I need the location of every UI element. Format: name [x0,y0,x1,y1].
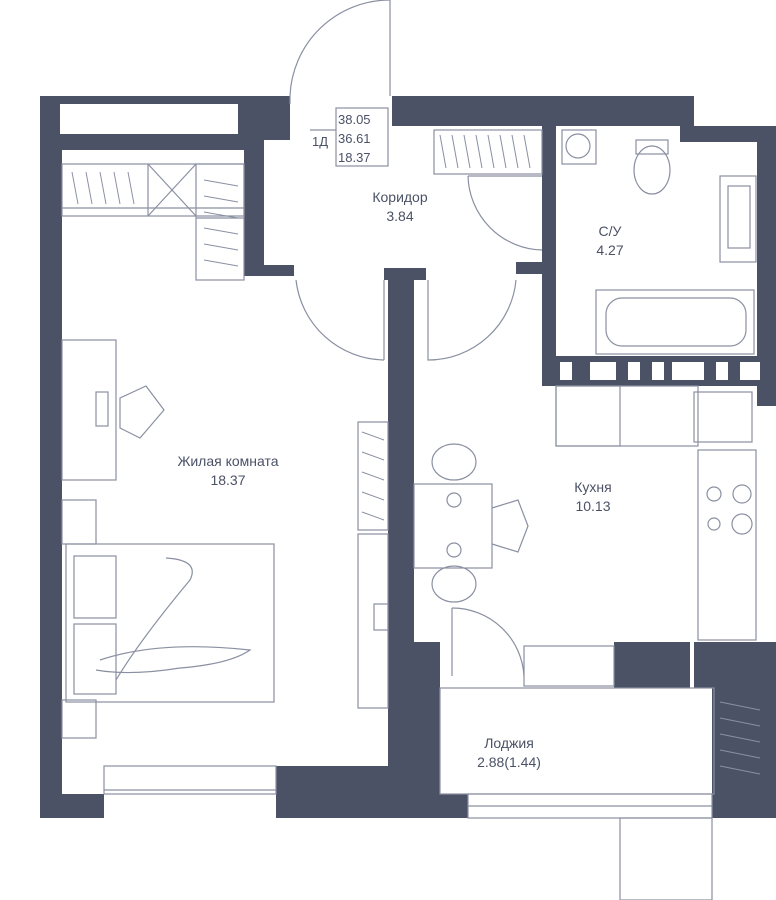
room-label-bathroom: С/У 4.27 [570,222,650,260]
total-area: 38.05 [338,112,371,127]
kitchen-name: Кухня [574,479,612,495]
wardrobe-hatching [71,134,761,775]
corridor-name: Коридор [372,189,428,205]
corridor-area: 3.84 [386,208,414,224]
loggia-name: Лоджия [484,735,534,751]
living-total-area: 36.61 [338,131,371,146]
room-label-kitchen: Кухня 10.13 [548,478,638,516]
apartment-type: 1Д [312,134,329,149]
furniture-lines [61,0,757,900]
room-label-corridor: Коридор 3.84 [340,188,460,226]
area-summary: 38.05 36.61 18.37 [338,110,371,167]
kitchen-area: 10.13 [575,498,611,514]
bath-vent-cutouts [560,362,760,380]
bathroom-name: С/У [598,223,622,239]
bathroom-area: 4.27 [596,242,624,258]
living-room-area: 18.37 [210,472,246,488]
loggia-area: 2.88(1.44) [477,754,541,770]
window-top [60,104,238,134]
room-label-loggia: Лоджия 2.88(1.44) [454,734,564,772]
living-area: 18.37 [338,150,371,165]
living-room-name: Жилая комната [177,453,279,469]
room-label-living-room: Жилая комната 18.37 [148,452,308,490]
